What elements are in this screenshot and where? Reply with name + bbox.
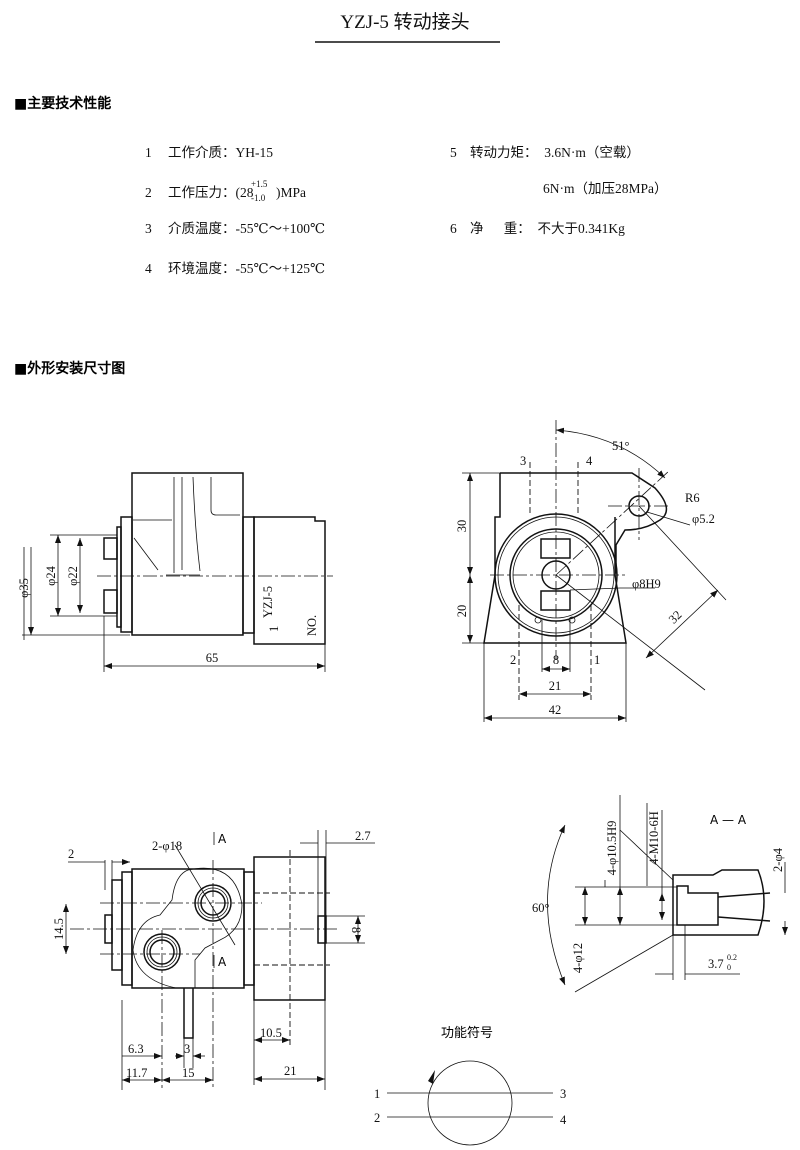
section-mark-a-top: A [218, 832, 227, 846]
dim-d24: φ24 [44, 565, 58, 585]
dim-d35: φ35 [17, 578, 31, 598]
spec-num: 3 [145, 221, 152, 236]
dim-depth-tol-upper: 0.2 [727, 953, 737, 962]
mark-num: 1 [267, 626, 281, 632]
section-a-a: A — A 4-φ10.5H9 4-M10-6H 4-φ12 60° 2-φ4 … [532, 795, 785, 993]
dim-2-7: 2.7 [355, 829, 371, 843]
model-mark: YZJ-5 [261, 586, 275, 618]
dim-4-d12: 4-φ12 [571, 943, 585, 973]
dim-r6: R6 [685, 491, 700, 505]
specs-heading: ■主要技术性能 [14, 95, 111, 112]
spec-num: 2 [145, 185, 152, 200]
rotation-arrow-icon [428, 1070, 435, 1084]
spec-num: 6 [450, 221, 457, 236]
spec-text: 净 重： 不大于0.341Kg [470, 221, 625, 236]
dim-4-m10-6h: 4-M10-6H [647, 811, 661, 864]
spec-list: 1 工作介质：YH-15 2 工作压力：(28 +1.5 -1.0 )MPa 3… [145, 145, 668, 276]
symbol-port-3: 3 [560, 1087, 566, 1101]
spec-num: 5 [450, 145, 457, 160]
dim-2: 2 [68, 847, 74, 861]
section-title: A — A [710, 813, 747, 827]
dim-depth-tol-lower: 0 [727, 963, 731, 972]
spec-num: 4 [145, 261, 152, 276]
page-title: YZJ-5 转动接头 [340, 11, 469, 33]
dim-d8h9: φ8H9 [632, 577, 661, 591]
spec-text-2: 6N·m（加压28MPa） [543, 181, 668, 196]
dim-11-7: 11.7 [126, 1066, 147, 1080]
dim-21: 21 [284, 1064, 297, 1078]
dim-10-5: 10.5 [260, 1026, 282, 1040]
mark-no: NO. [305, 615, 319, 636]
dim-3: 3 [184, 1042, 190, 1056]
dim-w21: 21 [549, 679, 562, 693]
port-label-4: 4 [586, 454, 593, 468]
section-mark-a-bottom: A [218, 955, 227, 969]
spec-text-tail: )MPa [276, 185, 306, 200]
spec-tol-upper: +1.5 [251, 179, 268, 189]
dim-2-d4: 2-φ4 [771, 847, 785, 872]
spec-text: 环境温度：-55℃～+125℃ [168, 261, 325, 276]
port-label-2: 2 [510, 653, 516, 667]
dim-6-3: 6.3 [128, 1042, 144, 1056]
symbol-port-1: 1 [374, 1087, 380, 1101]
spec-text: 转动力矩： 3.6N·m（空载） [470, 145, 640, 160]
function-symbol-title: 功能符号 [441, 1025, 493, 1041]
dim-depth: 3.7 [708, 957, 724, 971]
dim-length-65: 65 [206, 651, 219, 665]
dim-w42: 42 [549, 703, 562, 717]
dim-w8: 8 [553, 653, 559, 667]
dim-14-5: 14.5 [52, 918, 66, 940]
spec-tol-lower: -1.0 [251, 193, 266, 203]
dim-h30: 30 [455, 520, 469, 533]
dim-2-d18: 2-φ18 [152, 839, 182, 853]
spec-text: 工作介质：YH-15 [168, 145, 273, 160]
drawing-heading: ■外形安装尺寸图 [14, 360, 125, 377]
dim-h20: 20 [455, 605, 469, 618]
dim-4-d10-5h9: 4-φ10.5H9 [605, 821, 619, 876]
spec-text: 工作压力：(28 [168, 185, 254, 200]
function-symbol: 功能符号 1 2 3 4 [374, 1025, 567, 1146]
spec-num: 1 [145, 145, 152, 160]
dim-angle-60: 60° [532, 901, 550, 915]
dim-8: 8 [349, 927, 363, 933]
symbol-port-2: 2 [374, 1111, 380, 1125]
symbol-port-4: 4 [560, 1113, 567, 1127]
side-view: φ35 φ24 φ22 65 YZJ-5 1 NO. [17, 472, 333, 672]
bottom-view: 2-φ18 A A 2 2.7 14.5 8 6.3 3 11.7 15 10.… [52, 829, 375, 1090]
front-view: 51° 3 4 R6 φ5.2 φ8H9 30 20 32 2 1 8 21 4… [455, 420, 727, 722]
dim-d22: φ22 [66, 566, 80, 586]
dim-d52: φ5.2 [692, 512, 715, 526]
dim-15: 15 [182, 1066, 195, 1080]
spec-text: 介质温度：-55℃～+100℃ [168, 221, 325, 236]
port-label-3: 3 [520, 454, 526, 468]
port-label-1: 1 [594, 653, 600, 667]
dim-angle-51: 51° [612, 439, 630, 453]
